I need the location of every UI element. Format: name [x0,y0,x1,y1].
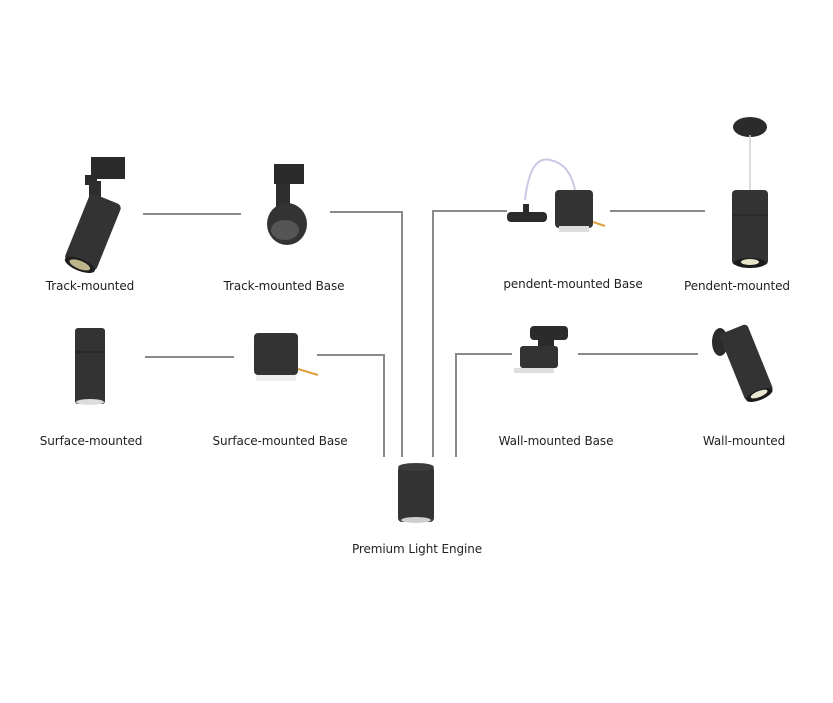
center-label-premium-light-engine: Premium Light Engine [351,542,483,556]
node-label-track-mounted: Track-mounted [45,279,135,293]
pendent-base-icon [505,158,615,235]
connector-track-base-vertical [401,211,403,457]
connector-wall-base-vertical [455,353,457,457]
connector-wall-base-horizontal [455,353,512,355]
node-label-wall-mounted: Wall-mounted [702,434,786,448]
wall-base-icon [508,326,578,381]
light-engine-cylinder-icon [396,462,436,524]
connector-pendent-base-horizontal [432,210,507,212]
connector-track-to-track-base [143,213,241,215]
connector-pendent-base-vertical [432,210,434,457]
connector-pendent-base-to-pendent [610,210,705,212]
node-label-surface-mounted-base: Surface-mounted Base [212,434,348,448]
connector-surface-base-horizontal [317,354,384,356]
node-label-pendent-mounted-base: pendent-mounted Base [503,277,643,291]
track-base-icon [262,162,312,262]
connector-surface-base-vertical [383,354,385,457]
node-label-surface-mounted: Surface-mounted [39,434,143,448]
connector-surface-to-surface-base [145,356,234,358]
connector-wall-base-to-wall [578,353,698,355]
surface-base-icon [248,331,323,386]
node-label-track-mounted-base: Track-mounted Base [223,279,345,293]
connector-track-base-horizontal [330,211,402,213]
node-label-pendent-mounted: Pendent-mounted [684,279,790,293]
node-label-wall-mounted-base: Wall-mounted Base [498,434,614,448]
surface-downlight-icon [72,326,108,406]
wall-spotlight-icon [708,322,783,404]
pendant-light-icon [727,115,773,275]
track-spotlight-icon [55,155,135,275]
